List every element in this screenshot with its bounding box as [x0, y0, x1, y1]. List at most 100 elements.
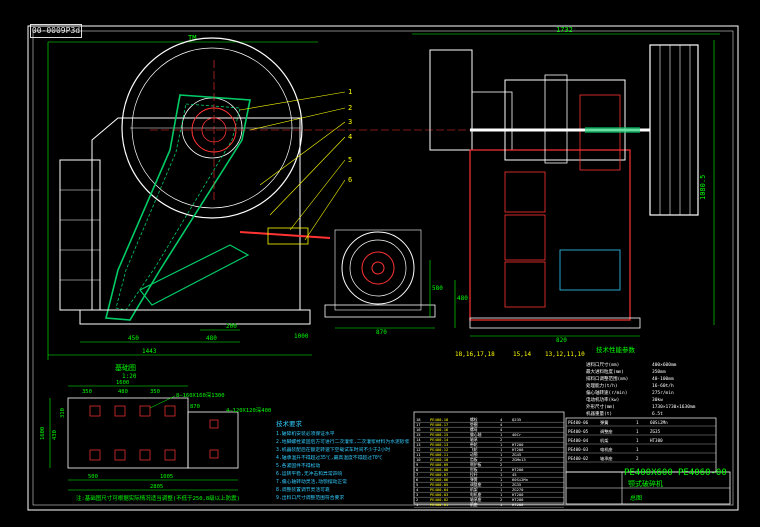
param-7-label: 机器重量(t): [586, 410, 612, 417]
foundation-title: 基础图: [115, 363, 136, 372]
bom-right-cell: ZG35: [650, 429, 661, 434]
bom-right-cell: HT300: [650, 438, 663, 443]
side-right-dim: 1080.5: [699, 175, 707, 200]
bom-cell: 机座: [470, 502, 478, 507]
foundation-dim-480: 480: [118, 389, 128, 395]
bom-cell: PE400-01: [430, 502, 449, 507]
bom-cell: 1: [500, 447, 503, 452]
bom-cell: PE400-03: [430, 492, 448, 497]
bom-right-cell: 1: [636, 420, 639, 425]
title-drawing-number: PE4060-00: [678, 468, 727, 478]
bom-cell: 9: [416, 462, 419, 467]
bom-cell: PE400-08: [430, 467, 449, 472]
tech-notes-title: 技术要求: [276, 419, 303, 428]
bom-cell: 螺栓: [470, 417, 478, 422]
anchor-holes: [89, 405, 219, 461]
bom-cell: 15: [416, 432, 421, 437]
bom-cell: Q235: [512, 417, 521, 422]
bom-cell: 1: [500, 442, 503, 447]
bom-cell: 1: [500, 472, 503, 477]
param-0-value: 400×600mm: [652, 362, 677, 368]
bom-right-cell: 60Si2Mn: [650, 420, 668, 425]
bom-cell: 齿板: [470, 457, 478, 462]
bom-cell: 14: [416, 437, 421, 442]
bom-cell: 电机座: [470, 492, 482, 497]
front-dim-450: 450: [128, 335, 139, 342]
tech-note-4: 4.轴承温升不得超过35℃,最高温度不得超过70℃: [276, 454, 383, 461]
bom-cell: ZGMn13: [512, 457, 526, 462]
bom-cell: 偏心轴: [470, 432, 482, 437]
bom-cell: 轴承座: [470, 497, 482, 502]
param-5-label: 电动机功率(kw): [586, 396, 619, 403]
bom-right-cell: 机架: [600, 437, 608, 444]
bom-cell: 1: [500, 467, 503, 472]
bom-right-cell: PE400-06: [568, 420, 589, 425]
bom-right-cell: 1: [636, 438, 639, 443]
bom-cell: 13: [416, 442, 421, 447]
bom-cell: 2: [500, 437, 502, 442]
side-bottom-label-3: 13,12,11,10: [545, 351, 585, 358]
bom-cell: 3: [416, 492, 418, 497]
bom-right-cell: 调整座: [600, 428, 613, 435]
motor-dim-580: 580: [432, 285, 443, 292]
bom-cell: PE400-18: [430, 417, 449, 422]
motor-view: 870 580: [324, 229, 443, 336]
bom-cell: 5: [416, 482, 418, 487]
front-dim-1443: 1443: [142, 348, 157, 355]
bom-cell: PE400-12: [430, 447, 448, 452]
bom-cell: PE400-07: [430, 472, 448, 477]
param-3-value: 16-60t/h: [652, 383, 674, 389]
foundation-dim-870: 870: [190, 404, 200, 410]
tech-params-title: 技术性能参数: [596, 345, 636, 354]
bom-cell: ZG270: [512, 487, 524, 492]
foundation-plan: 基础图 1:20 1600 350 480 350 1600 430 310 8…: [40, 363, 271, 502]
tech-params: 技术性能参数 进料口尺寸(mm) 400×600mm 最大进料粒度(mm) 35…: [586, 345, 696, 417]
side-dim-480: 480: [457, 295, 468, 302]
bom-right-cell: 1: [636, 429, 639, 434]
bom-cell: 60Si2Mn: [512, 477, 528, 482]
front-width-dim: TM: [188, 34, 196, 42]
bom-cell: 1: [500, 482, 503, 487]
bom-cell: HT200: [512, 492, 524, 497]
front-view: TM 1 2 3 4 5: [47, 34, 620, 360]
bom-right-cell: 2: [636, 456, 639, 461]
side-bottom-label-1: 18,16,17,18: [455, 351, 495, 358]
bom-cell: PE400-06: [430, 477, 449, 482]
bom-cell: 拉杆: [470, 472, 478, 477]
title-sheet-label: 总图: [630, 494, 642, 502]
bom-cell: 6: [416, 477, 419, 482]
foundation-dim-left-1600: 1600: [40, 427, 46, 440]
bom-cell: 1: [500, 487, 503, 492]
bom-cell: 1: [500, 477, 503, 482]
bom-cell: 飞轮: [470, 447, 478, 452]
param-5-value: 30kw: [652, 397, 663, 403]
foundation-scale: 1:20: [122, 373, 137, 380]
bom-cell: 螺母: [470, 427, 478, 432]
side-top-dim: 1732: [556, 26, 573, 34]
param-1-label: 最大进料粒度(mm): [586, 368, 624, 375]
bom-cell: 11: [416, 452, 421, 457]
part-callout-3: 3: [348, 118, 352, 126]
front-dim-1000: 1000: [294, 333, 309, 340]
bom-cell: 1: [500, 492, 503, 497]
bom-cell: PE400-16: [430, 427, 449, 432]
bom-cell: PE400-02: [430, 497, 448, 502]
part-callout-5: 5: [348, 156, 352, 164]
bom-cell: 12: [416, 447, 421, 452]
param-0-label: 进料口尺寸(mm): [586, 361, 619, 368]
side-view: 1732 1080.5 820 480 18,16,17,18 15,14 13…: [412, 26, 720, 358]
bom-cell: 45: [512, 472, 517, 477]
bom-cell: HT200: [512, 447, 524, 452]
foundation-dim-500: 500: [88, 474, 98, 480]
title-block: PE400X600 PE4060-00 颚式破碎机 总图: [565, 468, 731, 505]
bom-cell: PE400-14: [430, 437, 449, 442]
title-name: 颚式破碎机: [628, 479, 663, 488]
bom-cell: 机架: [470, 487, 478, 492]
bom-right-cell: 弹簧: [600, 419, 608, 426]
param-6-value: 1730×1730×1630mm: [652, 404, 696, 410]
bom-cell: 4: [416, 487, 419, 492]
foundation-note: 注:基础图尺寸可根据实际情况适当调整(不低于250,8级以上防震): [76, 494, 240, 502]
bom-cell: 1: [500, 432, 503, 437]
